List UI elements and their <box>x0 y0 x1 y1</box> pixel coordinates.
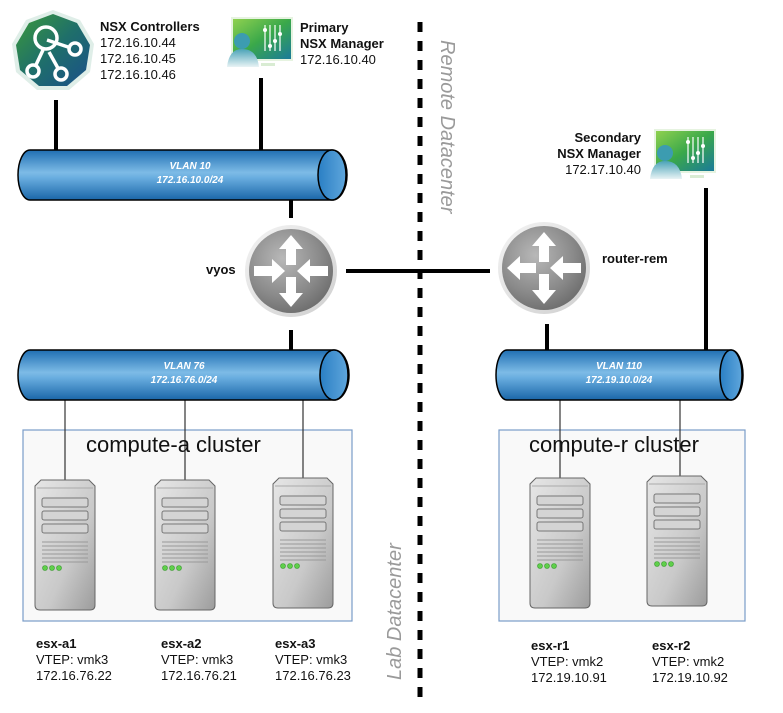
host-ip: 172.19.10.91 <box>531 670 607 685</box>
primary-manager-label: Primary NSX Manager 172.16.10.40 <box>300 20 384 68</box>
vlan110-subnet: 172.19.10.0/24 <box>585 375 653 386</box>
router-icon <box>245 225 337 317</box>
cluster-title-compute-r: compute-r cluster <box>529 432 699 457</box>
host-label-esx-a2: esx-a2 VTEP: vmk3 172.16.76.21 <box>161 636 237 684</box>
vlan10-label: VLAN 10 172.16.10.0/24 <box>100 160 280 188</box>
server-icon <box>34 479 96 611</box>
vlan10-pipe <box>17 149 348 201</box>
host-name: esx-r1 <box>531 638 570 653</box>
lab-datacenter-label: Lab Datacenter <box>384 543 406 680</box>
vlan10-subnet: 172.16.10.0/24 <box>156 175 224 186</box>
controller-ip: 172.16.10.44 <box>100 35 176 50</box>
host-label-esx-r2: esx-r2 VTEP: vmk2 172.19.10.92 <box>652 638 728 686</box>
server-icon <box>272 477 334 609</box>
cluster-title-compute-a: compute-a cluster <box>86 432 261 457</box>
secondary-manager-subtitle: NSX Manager <box>557 146 641 161</box>
controller-ip: 172.16.10.45 <box>100 51 176 66</box>
secondary-manager-ip: 172.17.10.40 <box>565 162 641 177</box>
connections <box>54 78 708 350</box>
nsx-manager-icon <box>227 17 293 67</box>
primary-manager-title: Primary <box>300 20 349 35</box>
host-ip: 172.16.76.23 <box>275 668 351 683</box>
host-links <box>64 398 681 480</box>
host-vtep: VTEP: vmk2 <box>531 654 604 669</box>
router-vyos-label: vyos <box>206 262 236 277</box>
host-name: esx-a1 <box>36 636 77 651</box>
host-label-esx-a3: esx-a3 VTEP: vmk3 172.16.76.23 <box>275 636 351 684</box>
vlan76-label: VLAN 76 172.16.76.0/24 <box>94 360 274 388</box>
server-icon <box>529 477 591 609</box>
host-vtep: VTEP: vmk3 <box>36 652 109 667</box>
host-vtep: VTEP: vmk3 <box>275 652 348 667</box>
router-icon <box>498 222 590 314</box>
vlan110-pipe <box>495 349 744 401</box>
host-label-esx-a1: esx-a1 VTEP: vmk3 172.16.76.22 <box>36 636 112 684</box>
host-ip: 172.16.76.21 <box>161 668 237 683</box>
server-icon <box>646 475 708 607</box>
host-vtep: VTEP: vmk2 <box>652 654 725 669</box>
host-name: esx-r2 <box>652 638 691 653</box>
vlan76-pipe <box>17 349 350 401</box>
host-name: esx-a3 <box>275 636 316 651</box>
controllers-title: NSX Controllers <box>100 19 200 34</box>
vlan76-name: VLAN 76 <box>163 361 205 372</box>
secondary-manager-title: Secondary <box>574 130 641 145</box>
vlan110-label: VLAN 110 172.19.10.0/24 <box>529 360 709 388</box>
controller-ip: 172.16.10.46 <box>100 67 176 82</box>
host-ip: 172.16.76.22 <box>36 668 112 683</box>
host-vtep: VTEP: vmk3 <box>161 652 234 667</box>
nsx-manager-icon <box>650 129 716 179</box>
vlan10-name: VLAN 10 <box>169 161 211 172</box>
controllers-label: NSX Controllers 172.16.10.44 172.16.10.4… <box>100 19 200 83</box>
host-name: esx-a2 <box>161 636 202 651</box>
server-icon <box>154 479 216 611</box>
router-rem-label: router-rem <box>602 251 668 266</box>
secondary-manager-label: Secondary NSX Manager 172.17.10.40 <box>557 130 641 178</box>
primary-manager-subtitle: NSX Manager <box>300 36 384 51</box>
host-ip: 172.19.10.92 <box>652 670 728 685</box>
host-label-esx-r1: esx-r1 VTEP: vmk2 172.19.10.91 <box>531 638 607 686</box>
primary-manager-ip: 172.16.10.40 <box>300 52 376 67</box>
nsx-controller-icon <box>12 10 94 90</box>
vlan110-name: VLAN 110 <box>596 361 642 372</box>
remote-datacenter-label: Remote Datacenter <box>436 40 458 214</box>
vlan76-subnet: 172.16.76.0/24 <box>150 375 218 386</box>
